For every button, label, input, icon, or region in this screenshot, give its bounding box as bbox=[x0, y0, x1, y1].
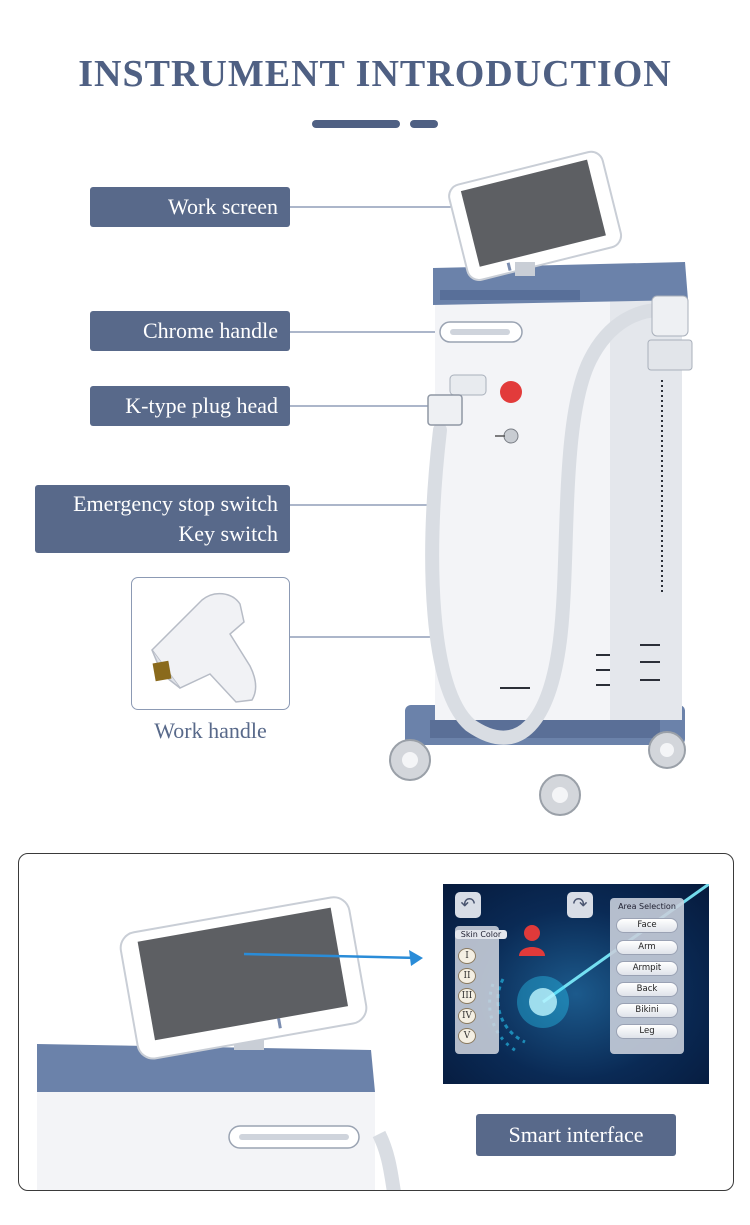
smart-interface-screen: ↶ ↷ Skin Color I II III IV V Area Select… bbox=[443, 884, 709, 1084]
area-arm-button[interactable]: Arm bbox=[616, 940, 678, 955]
title-underline-long bbox=[312, 120, 400, 128]
skin-level-5[interactable]: V bbox=[458, 1028, 476, 1044]
label-switches: Emergency stop switch Key switch bbox=[35, 485, 290, 553]
area-selection-panel: Area Selection Face Arm Armpit Back Biki… bbox=[610, 898, 684, 1054]
machine-illustration bbox=[290, 150, 693, 816]
label-k-type-plug-head: K-type plug head bbox=[90, 386, 290, 426]
skin-color-panel: Skin Color I II III IV V bbox=[455, 926, 507, 1054]
skin-color-title: Skin Color bbox=[455, 930, 507, 939]
label-emergency-stop-switch: Emergency stop switch bbox=[73, 491, 278, 516]
skin-level-3[interactable]: III bbox=[458, 988, 476, 1004]
forward-button[interactable]: ↷ bbox=[567, 892, 593, 918]
back-arrow-icon: ↶ bbox=[460, 894, 476, 915]
work-handle-illustration bbox=[151, 592, 257, 703]
title-underline-short bbox=[410, 120, 438, 128]
back-button[interactable]: ↶ bbox=[455, 892, 481, 918]
label-smart-interface: Smart interface bbox=[476, 1114, 676, 1156]
label-work-handle: Work handle bbox=[154, 718, 267, 743]
page-title: INSTRUMENT INTRODUCTION bbox=[78, 53, 672, 95]
work-handle-inset bbox=[131, 577, 290, 710]
area-bikini-button[interactable]: Bikini bbox=[616, 1003, 678, 1018]
forward-arrow-icon: ↷ bbox=[572, 894, 588, 915]
area-selection-title: Area Selection bbox=[618, 902, 676, 911]
skin-level-1[interactable]: I bbox=[458, 948, 476, 964]
label-key-switch: Key switch bbox=[178, 521, 278, 546]
area-back-button[interactable]: Back bbox=[616, 982, 678, 997]
skin-level-2[interactable]: II bbox=[458, 968, 476, 984]
area-armpit-button[interactable]: Armpit bbox=[616, 961, 678, 976]
area-face-button[interactable]: Face bbox=[616, 918, 678, 933]
user-avatar-icon bbox=[519, 925, 545, 956]
label-chrome-handle: Chrome handle bbox=[90, 311, 290, 351]
skin-level-4[interactable]: IV bbox=[458, 1008, 476, 1024]
label-work-screen: Work screen bbox=[90, 187, 290, 227]
screen-closeup-illustration bbox=[37, 896, 423, 1190]
area-leg-button[interactable]: Leg bbox=[616, 1024, 678, 1039]
